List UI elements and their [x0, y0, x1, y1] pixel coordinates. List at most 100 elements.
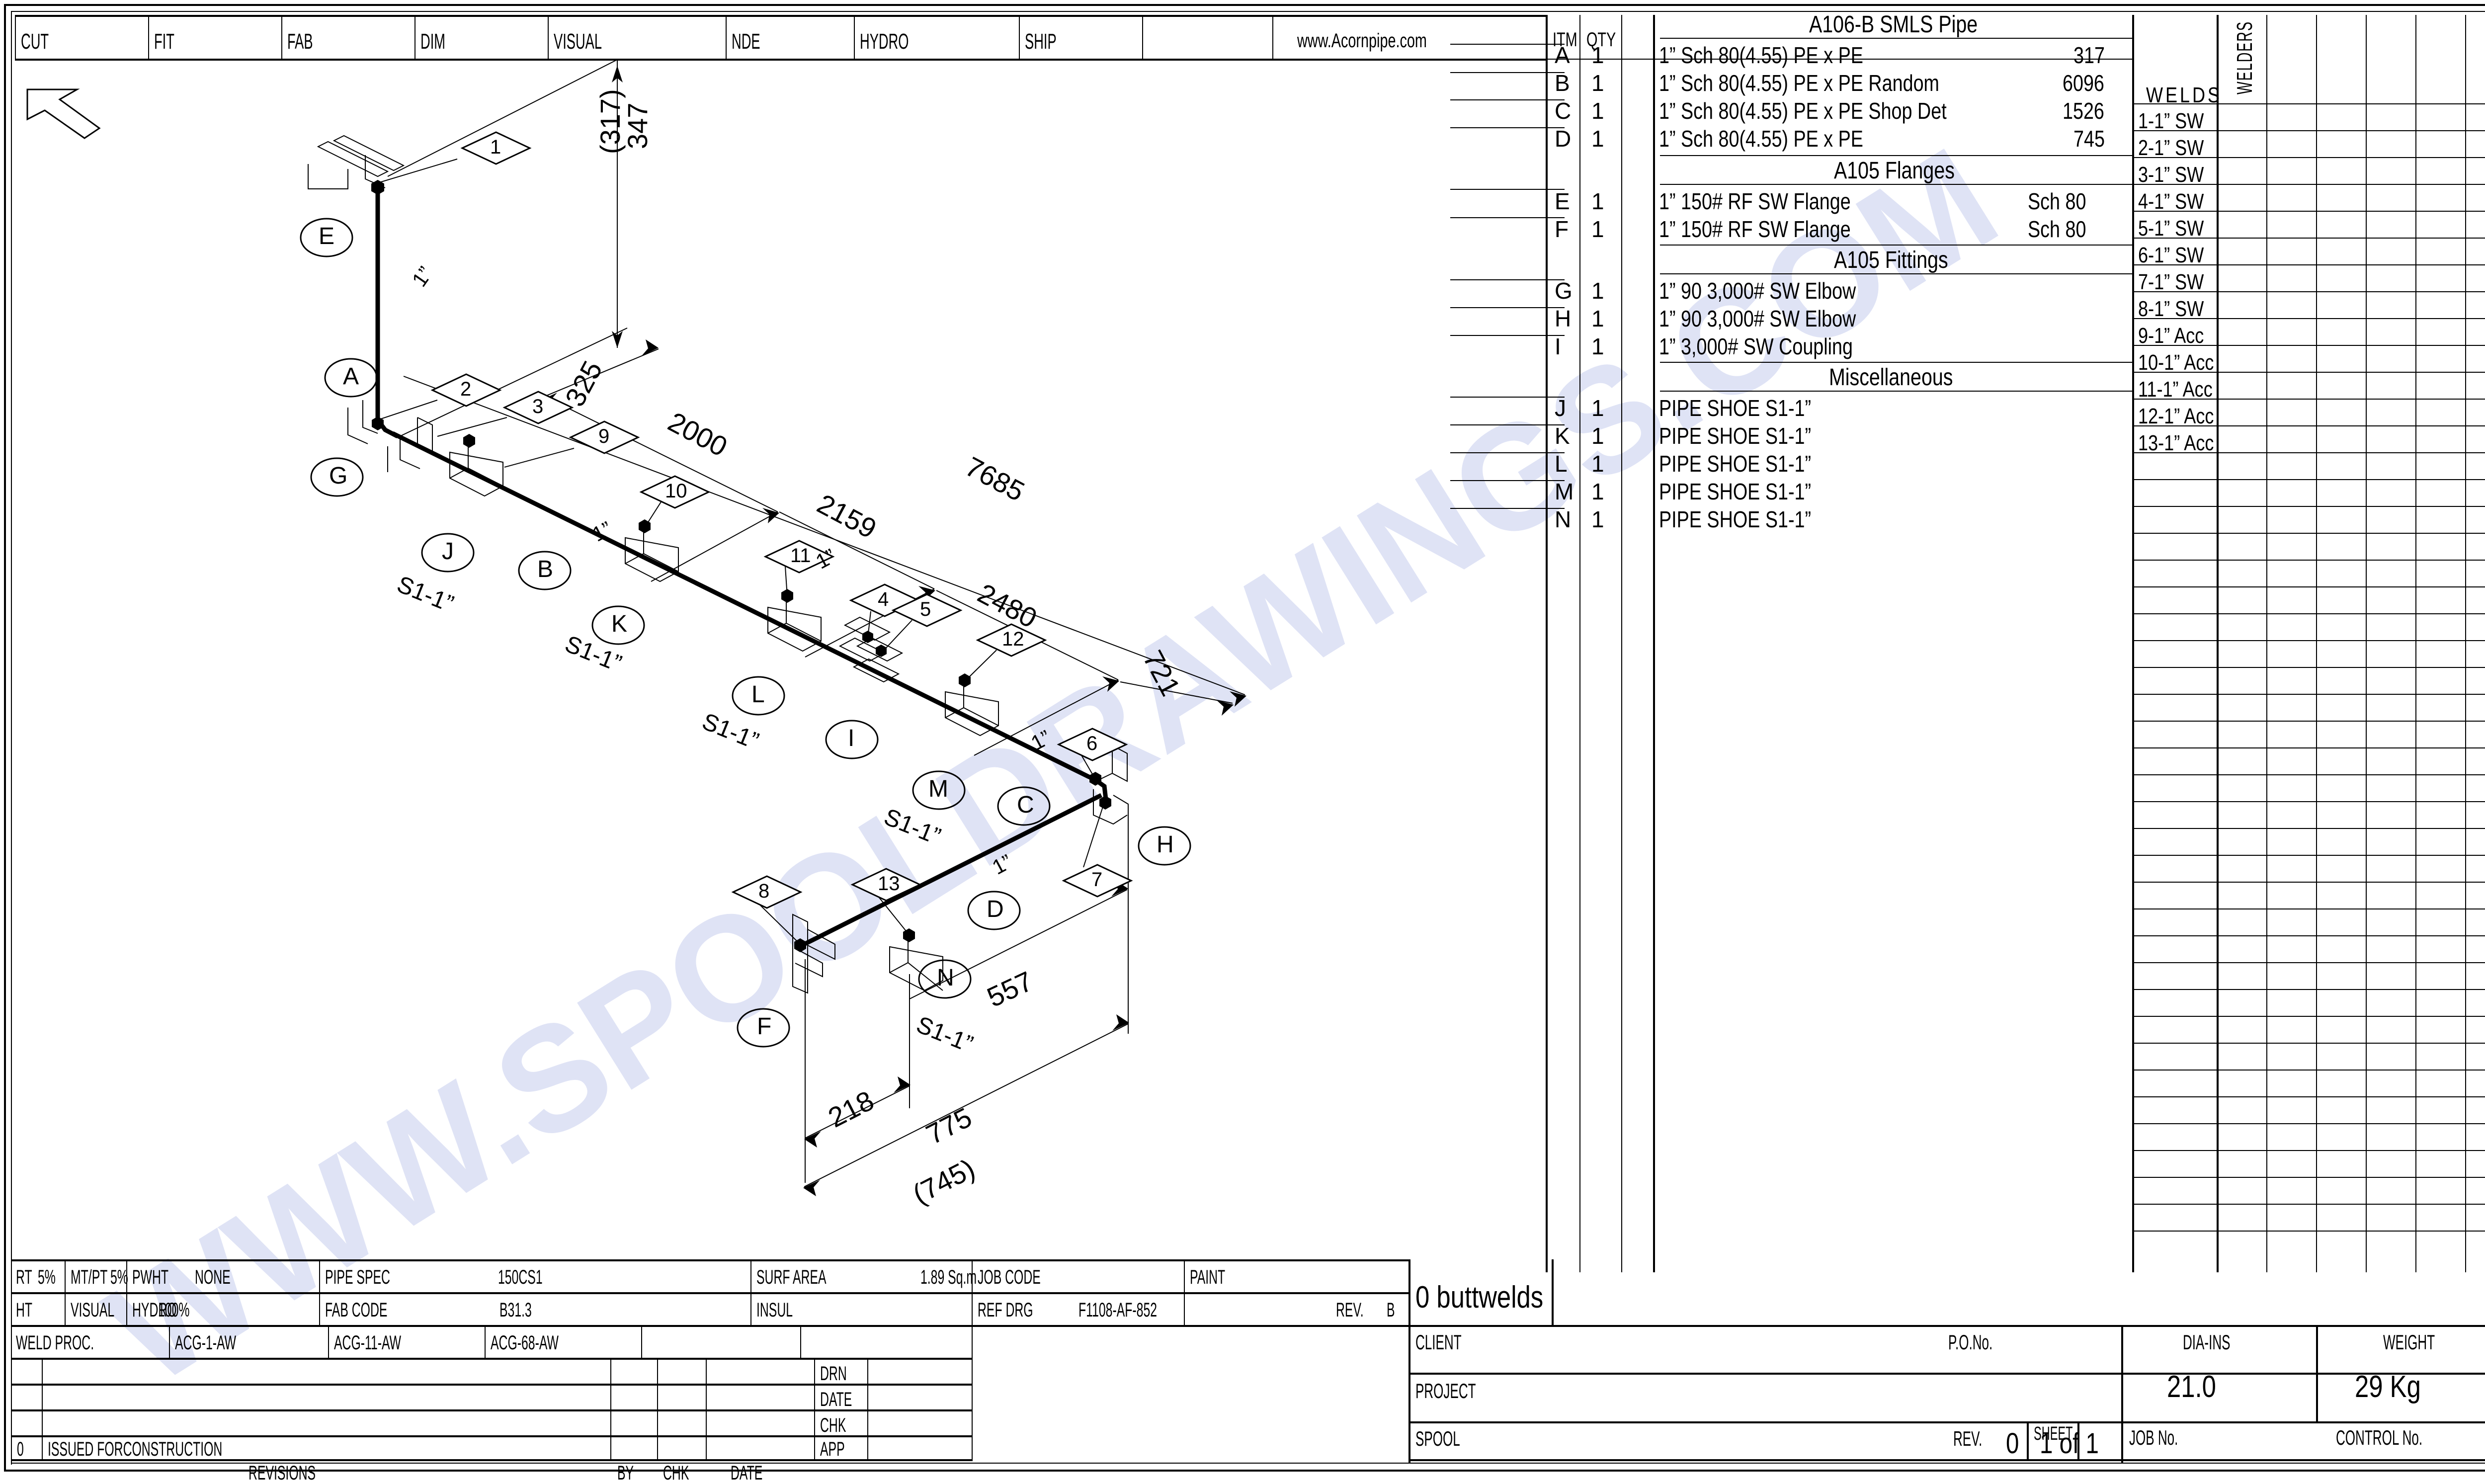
- bom-qty: 1: [1591, 395, 1604, 421]
- iso-balloon-H: H: [1157, 831, 1174, 858]
- tb-paint-label: PAINT: [1190, 1266, 1226, 1288]
- tb-weldproc-0: ACG-1-AW: [175, 1332, 237, 1354]
- header-cell-fab: FAB: [287, 29, 313, 54]
- bom-len: 745: [2073, 126, 2105, 152]
- iso-balloon-E: E: [319, 223, 335, 249]
- iso-weld-flag-2: 2: [460, 378, 472, 400]
- bom-desc: 1” Sch 80(4.55) PE x PE: [1659, 42, 1863, 68]
- tb-rev-label: REV.: [1953, 1427, 1983, 1450]
- tb-weldproc-1: ACG-11-AW: [334, 1332, 402, 1354]
- bom-group-title-fittings: A105 Fittings: [1834, 247, 1948, 273]
- iso-weld-flag-6: 6: [1086, 733, 1098, 754]
- iso-weld-flag-9: 9: [598, 425, 610, 447]
- bom-qty: 1: [1591, 423, 1604, 449]
- iso-weld-flag-1: 1: [490, 136, 501, 158]
- bom-itm: A: [1555, 42, 1570, 68]
- tb-revisions-chk: CHK: [663, 1462, 689, 1484]
- iso-weld-flag-5: 5: [920, 598, 931, 620]
- bom-itm: N: [1555, 506, 1572, 532]
- iso-balloon-B: B: [537, 556, 554, 582]
- bom-desc: PIPE SHOE S1-1”: [1659, 423, 1812, 449]
- tb-revision-rev: 0: [17, 1438, 24, 1460]
- north-arrow-icon: [26, 88, 101, 139]
- tb-diains-value: 21.0: [2167, 1370, 2216, 1404]
- bom-desc: 1” 90 3,000# SW Elbow: [1659, 306, 1856, 331]
- iso-balloon-D: D: [987, 896, 1004, 922]
- bom-col-itm: ITM: [1553, 29, 1577, 51]
- dim-347: 347: [622, 102, 653, 149]
- bom-itm: H: [1555, 306, 1572, 331]
- bom-group-title-pipe: A106-B SMLS Pipe: [1809, 11, 1978, 38]
- bom-itm: M: [1555, 479, 1574, 504]
- header-cell-ship: SHIP: [1025, 29, 1057, 54]
- weld-row: 13-1” Acc: [2138, 431, 2214, 455]
- iso-balloon-L: L: [751, 681, 765, 708]
- header-cell-nde: NDE: [732, 29, 760, 54]
- tb-weldproc-2: ACG-68-AW: [491, 1332, 559, 1354]
- iso-weld-flag-3: 3: [532, 396, 544, 417]
- tb-pipespec-value: 150CS1: [498, 1266, 543, 1288]
- tb-controlno-label: CONTROL No.: [2336, 1426, 2423, 1449]
- iso-balloon-I: I: [848, 725, 855, 751]
- tb-refrev-value: B: [1387, 1299, 1395, 1321]
- website-label: www.Acornpipe.com: [1297, 30, 1427, 52]
- tb-rt-value: 5%: [38, 1266, 56, 1288]
- weld-row: 11-1” Acc: [2138, 377, 2213, 402]
- bom-qty: 1: [1591, 479, 1604, 504]
- iso-balloon-J: J: [442, 538, 454, 565]
- iso-balloon-F: F: [757, 1013, 772, 1040]
- bom-col-qty: QTY: [1586, 29, 1616, 51]
- bom-note: Sch 80: [2028, 216, 2086, 242]
- bom-desc: 1” 90 3,000# SW Elbow: [1659, 278, 1856, 304]
- bom-itm: B: [1555, 70, 1570, 96]
- tb-jobcode-label: JOB CODE: [978, 1266, 1041, 1288]
- iso-balloon-M: M: [928, 776, 948, 802]
- tb-weight-label: WEIGHT: [2383, 1330, 2435, 1354]
- bom-desc: 1” Sch 80(4.55) PE x PE: [1659, 126, 1863, 152]
- iso-weld-flag-13: 13: [878, 873, 900, 895]
- bom-desc: PIPE SHOE S1-1”: [1659, 395, 1812, 421]
- bom-qty: 1: [1591, 451, 1604, 477]
- weld-row: 6-1” SW: [2138, 243, 2204, 267]
- weld-row: 2-1” SW: [2138, 136, 2204, 160]
- tb-pwht-value: NONE: [195, 1266, 231, 1288]
- bom-desc: PIPE SHOE S1-1”: [1659, 479, 1812, 504]
- iso-balloon-N: N: [937, 965, 954, 991]
- bom-desc: 1” 150# RF SW Flange: [1659, 216, 1851, 242]
- weld-row: 10-1” Acc: [2138, 350, 2214, 375]
- tb-spool-label: SPOOL: [1415, 1427, 1460, 1450]
- tb-ht-label: HT: [16, 1299, 33, 1321]
- tb-diains-label: DIA-INS: [2183, 1330, 2231, 1354]
- weld-row: 5-1” SW: [2138, 216, 2204, 241]
- tb-rev-value: 0: [2006, 1427, 2019, 1460]
- iso-balloon-C: C: [1017, 792, 1034, 818]
- welds-header: WELDS: [2146, 83, 2222, 107]
- tb-revision-desc: ISSUED FORCONSTRUCTION: [48, 1438, 223, 1460]
- weld-row: 9-1” Acc: [2138, 324, 2204, 348]
- tb-weight-value: 29 Kg: [2355, 1370, 2421, 1404]
- weld-row: 12-1” Acc: [2138, 404, 2214, 428]
- tb-client-label: CLIENT: [1415, 1330, 1462, 1354]
- bom-qty: 1: [1591, 216, 1604, 242]
- iso-weld-flag-8: 8: [758, 880, 770, 902]
- bom-desc: PIPE SHOE S1-1”: [1659, 451, 1812, 477]
- tb-fabcode-label: FAB CODE: [325, 1299, 388, 1321]
- iso-weld-flag-4: 4: [878, 588, 889, 610]
- bom-qty: 1: [1591, 506, 1604, 532]
- bom-qty: 1: [1591, 42, 1604, 68]
- tb-jobno-label: JOB No.: [2129, 1426, 2178, 1449]
- bom-len: 6096: [2063, 70, 2104, 96]
- bom-group-title-flanges: A105 Flanges: [1834, 158, 1955, 184]
- tb-visual-label: VISUAL: [71, 1299, 115, 1321]
- tb-rt-label: RT: [16, 1266, 32, 1288]
- bom-note: Sch 80: [2028, 188, 2086, 214]
- bom-group-title-misc: Miscellaneous: [1829, 364, 1953, 391]
- iso-balloon-A: A: [343, 363, 359, 390]
- tb-mtpt-label: MT/PT: [71, 1266, 108, 1288]
- tb-insul-label: INSUL: [756, 1299, 793, 1321]
- header-cell-hydro: HYDRO: [860, 29, 909, 54]
- tb-visual-value: 100%: [158, 1299, 190, 1321]
- bom-qty: 1: [1591, 126, 1604, 152]
